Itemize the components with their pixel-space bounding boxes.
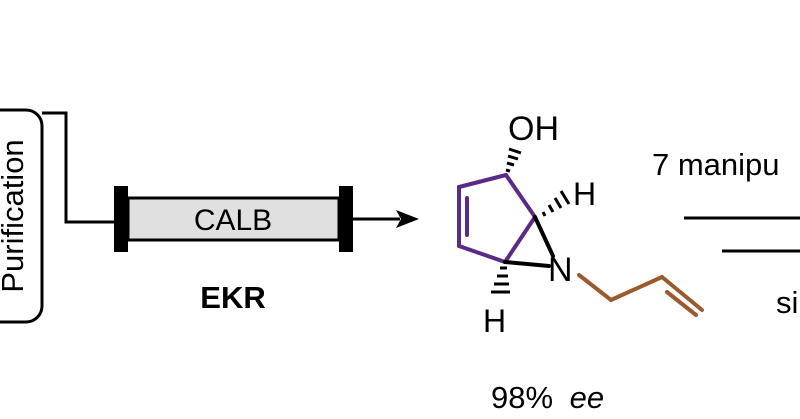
reaction-arrow-head (396, 210, 419, 228)
next-step-top-text: 7 manipu (652, 147, 780, 182)
h-top-label: H (573, 176, 596, 212)
h-top-hashed-wedge (541, 190, 571, 217)
purification-frame (0, 108, 44, 324)
ring-bond-c3-c4 (503, 215, 537, 264)
ee-unit: ee (570, 380, 604, 415)
flow-line (42, 111, 117, 224)
purification-box: Purification (0, 108, 44, 324)
reactor-left-cap (114, 186, 128, 252)
ee-value: 98% (491, 380, 553, 415)
next-transformation: 7 manipu si (652, 147, 800, 320)
reactor-right-cap (339, 186, 353, 252)
nitrogen-label: N (548, 251, 573, 289)
allyl-double-bond (665, 290, 698, 317)
ring-bond-c4-c5 (457, 244, 507, 264)
aziridine-bond-top (533, 215, 555, 258)
reactor-label: CALB (194, 204, 272, 237)
oh-hashed-wedge (505, 147, 522, 173)
hydroxyl-label: OH (508, 110, 559, 148)
reactor-caption: EKR (200, 280, 265, 315)
ee-caption: 98% ee (491, 380, 604, 415)
h-bottom-hashed-wedge (491, 266, 510, 294)
aziridine-bond-bottom (503, 260, 551, 268)
h-bottom-label: H (483, 303, 506, 339)
next-step-bottom-text: si (776, 285, 798, 320)
product-molecule: OH H H N (457, 110, 704, 339)
ring-bond-c1-c2 (457, 173, 508, 189)
allyl-bond-2 (609, 275, 664, 302)
allyl-bond-3 (660, 275, 704, 312)
ring-bond-c2-c3 (504, 173, 537, 219)
purification-label: Purification (0, 139, 30, 292)
allyl-bond-1 (577, 273, 613, 302)
enzyme-reactor: CALB (114, 186, 353, 252)
